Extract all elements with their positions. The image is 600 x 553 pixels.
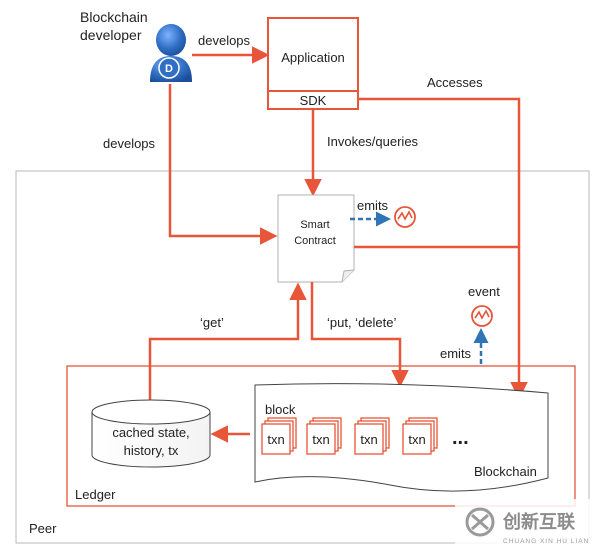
txn-card-layer <box>261 423 291 455</box>
txn-label: txn <box>360 432 377 447</box>
developer-actor: D <box>150 24 192 82</box>
state-database: cached state, history, tx <box>91 399 211 468</box>
contract-event-icon <box>394 206 416 228</box>
smart-contract-line2: Contract <box>294 235 336 247</box>
block-label: block <box>265 402 296 417</box>
watermark-logo: 创新互联 CHUANG XIN HU LIAN <box>455 499 600 551</box>
blockchain-ellipsis: ... <box>452 427 469 449</box>
smart-contract-line1: Smart <box>300 219 329 231</box>
contract-emits-label: emits <box>357 198 389 213</box>
txn-label: txn <box>408 432 425 447</box>
state-line2: history, tx <box>124 443 179 458</box>
txn-label: txn <box>267 432 284 447</box>
state-line1: cached state, <box>112 425 189 440</box>
sdk-label: SDK <box>300 93 327 108</box>
develops-left-arrow <box>168 84 278 245</box>
watermark-brand-en: CHUANG XIN HU LIAN <box>503 538 589 545</box>
blockchain-label: Blockchain <box>474 464 537 479</box>
accesses-arrow <box>358 97 528 400</box>
watermark-icon <box>465 507 495 537</box>
watermark-brand-cn: 创新互联 <box>502 511 575 532</box>
txn-label: txn <box>312 432 329 447</box>
ledger-emits-label: emits <box>440 346 472 361</box>
ledger-frame <box>66 365 576 507</box>
txn-card: txn <box>261 417 297 455</box>
invokes-label: Invokes/queries <box>327 134 419 149</box>
actor-name-line1: Blockchain <box>80 9 148 25</box>
put-delete-label: ‘put, ‘delete’ <box>327 315 396 330</box>
develops-top-label: develops <box>198 33 251 48</box>
blockchain-shape: block Blockchain ... <box>254 383 549 492</box>
actor-name-line2: developer <box>80 27 142 43</box>
get-arrow <box>148 282 307 408</box>
actor-badge <box>158 57 180 79</box>
put-delete-arrow <box>310 282 409 388</box>
application-box: Application SDK <box>267 17 359 110</box>
ledger-event-label: event <box>468 284 500 299</box>
txn-card: txn <box>306 417 342 455</box>
txn-card: txn <box>402 417 438 455</box>
smart-contract-box: Smart Contract <box>277 194 355 283</box>
txn-card-layer <box>402 423 432 455</box>
develops-left-label: develops <box>103 136 156 151</box>
actor-head <box>156 24 186 56</box>
application-title: Application <box>281 50 345 65</box>
peer-label: Peer <box>29 521 57 536</box>
get-label: ‘get’ <box>200 315 224 330</box>
ledger-event-icon <box>471 305 493 327</box>
accesses-label: Accesses <box>427 75 483 90</box>
txn-card-layer <box>306 423 336 455</box>
actor-badge-letter: D <box>165 63 173 75</box>
ledger-label: Ledger <box>75 487 116 502</box>
txn-group: txn txn txn txn <box>261 417 438 455</box>
txn-card-layer <box>354 423 384 455</box>
txn-card: txn <box>354 417 390 455</box>
